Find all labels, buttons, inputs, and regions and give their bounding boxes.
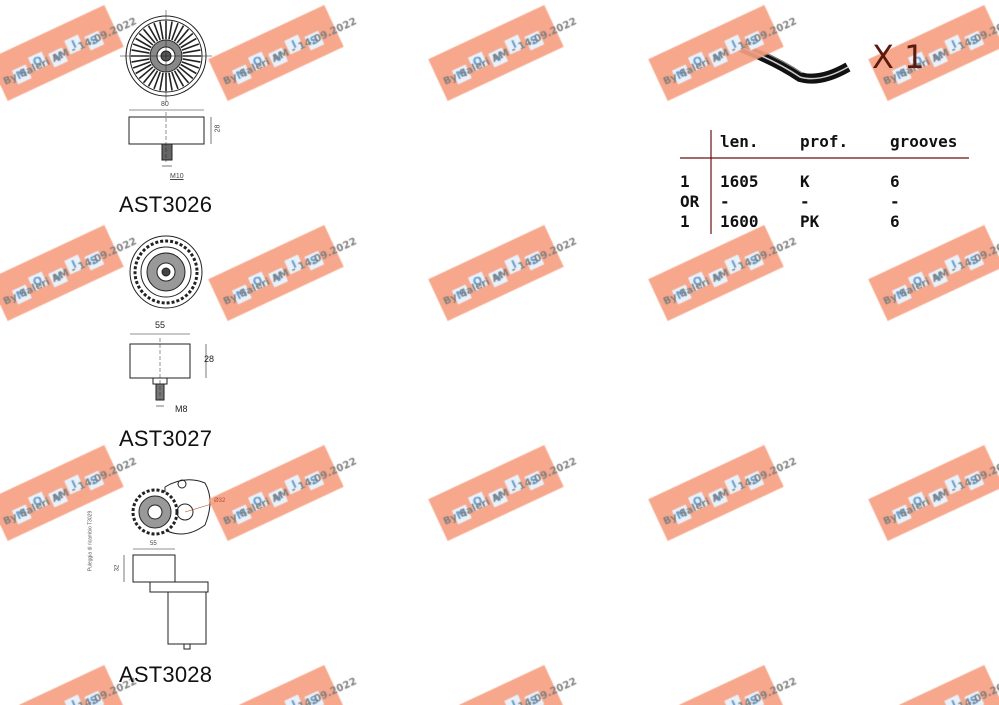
pulley-front-view-ast3026	[120, 10, 212, 102]
side-note-ast3028: Puleggia di ricambio T3029	[87, 510, 94, 572]
tensioner-side-view-ast3028	[123, 548, 209, 650]
cell-qty: 1	[680, 212, 690, 231]
dim-thread-ast3026: M10	[170, 173, 184, 180]
dim-height-ast3026: 28	[214, 124, 222, 133]
part-code-ast3026: AST3026	[119, 192, 213, 217]
cell-len: 1600	[720, 212, 759, 231]
cell-prof: K	[800, 172, 810, 191]
cell-qty: OR	[680, 192, 700, 211]
cell-prof: -	[800, 192, 810, 211]
pulley-side-view-ast3027	[129, 333, 207, 407]
ribbed-belt-image	[733, 40, 851, 84]
dim-width-ast3027: 55	[155, 320, 166, 330]
pulley-front-view-ast3027	[129, 235, 203, 309]
cell-grooves: 6	[890, 172, 900, 191]
cell-len: -	[720, 192, 730, 211]
dim-thread-ast3027: M8	[175, 404, 188, 414]
part-code-ast3027: AST3027	[119, 426, 213, 451]
dim-height-ast3027: 28	[204, 354, 215, 364]
pulley-side-view-ast3026	[128, 109, 212, 167]
cell-grooves: -	[890, 192, 900, 211]
header-len: len.	[720, 132, 759, 151]
cell-len: 1605	[720, 172, 759, 191]
dim-height-ast3028: 32	[114, 564, 121, 572]
cell-grooves: 6	[890, 212, 900, 231]
tensioner-front-view-ast3028	[131, 479, 216, 536]
dim-width-ast3026: 80	[161, 101, 169, 108]
header-grooves: grooves	[890, 132, 958, 151]
dim-dia-ast3028: Ø32	[214, 498, 226, 504]
cell-prof: PK	[800, 212, 820, 231]
cell-qty: 1	[680, 172, 690, 191]
header-prof: prof.	[800, 132, 849, 151]
part-code-ast3028: AST3028	[119, 662, 213, 687]
belt-quantity: X 1	[872, 38, 925, 76]
dim-width-ast3028: 55	[150, 541, 157, 547]
